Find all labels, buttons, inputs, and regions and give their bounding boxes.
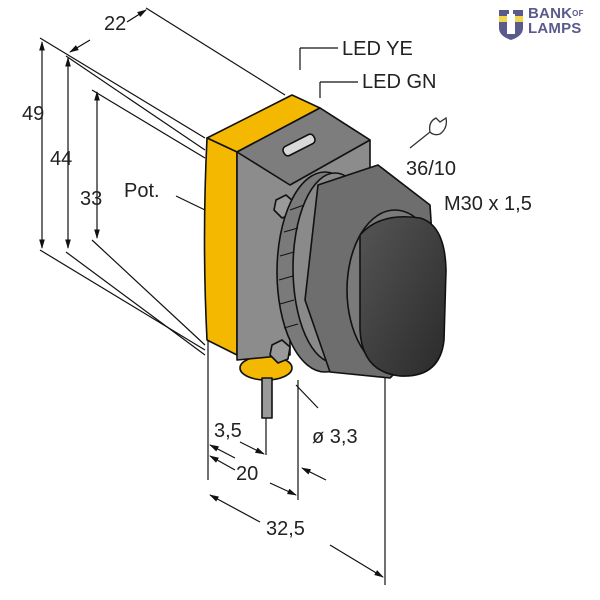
logo-of: OF [572,9,584,18]
logo-line2: LAMPS [528,20,582,37]
knurl-ticks [278,204,305,329]
bank-of-lamps-logo: BANKOF LAMPS [498,6,598,42]
led-gn-label: LED GN [362,71,436,93]
dimension-arrows [39,9,431,578]
thread-label: M30 x 1,5 [444,193,532,215]
wrench-icon [409,116,448,149]
logo-line1: BANK [528,5,573,22]
pot-label: Pot. [124,180,160,202]
dim-20-label: 20 [236,463,258,485]
lighthouse-shield-icon [499,10,523,40]
sensor-body [203,94,447,419]
cable-diameter-label: ø 3,3 [312,426,358,448]
dim-3-5-label: 3,5 [214,420,242,442]
dim-32-5-label: 32,5 [266,518,305,540]
extension-lines [39,7,386,585]
dim-49-label: 49 [22,103,44,125]
dim-22-label: 22 [104,13,126,35]
wrench-size-label: 36/10 [406,158,456,180]
dim-33-label: 33 [80,188,102,210]
dim-44-label: 44 [50,148,72,170]
led-ye-label: LED YE [342,38,413,60]
